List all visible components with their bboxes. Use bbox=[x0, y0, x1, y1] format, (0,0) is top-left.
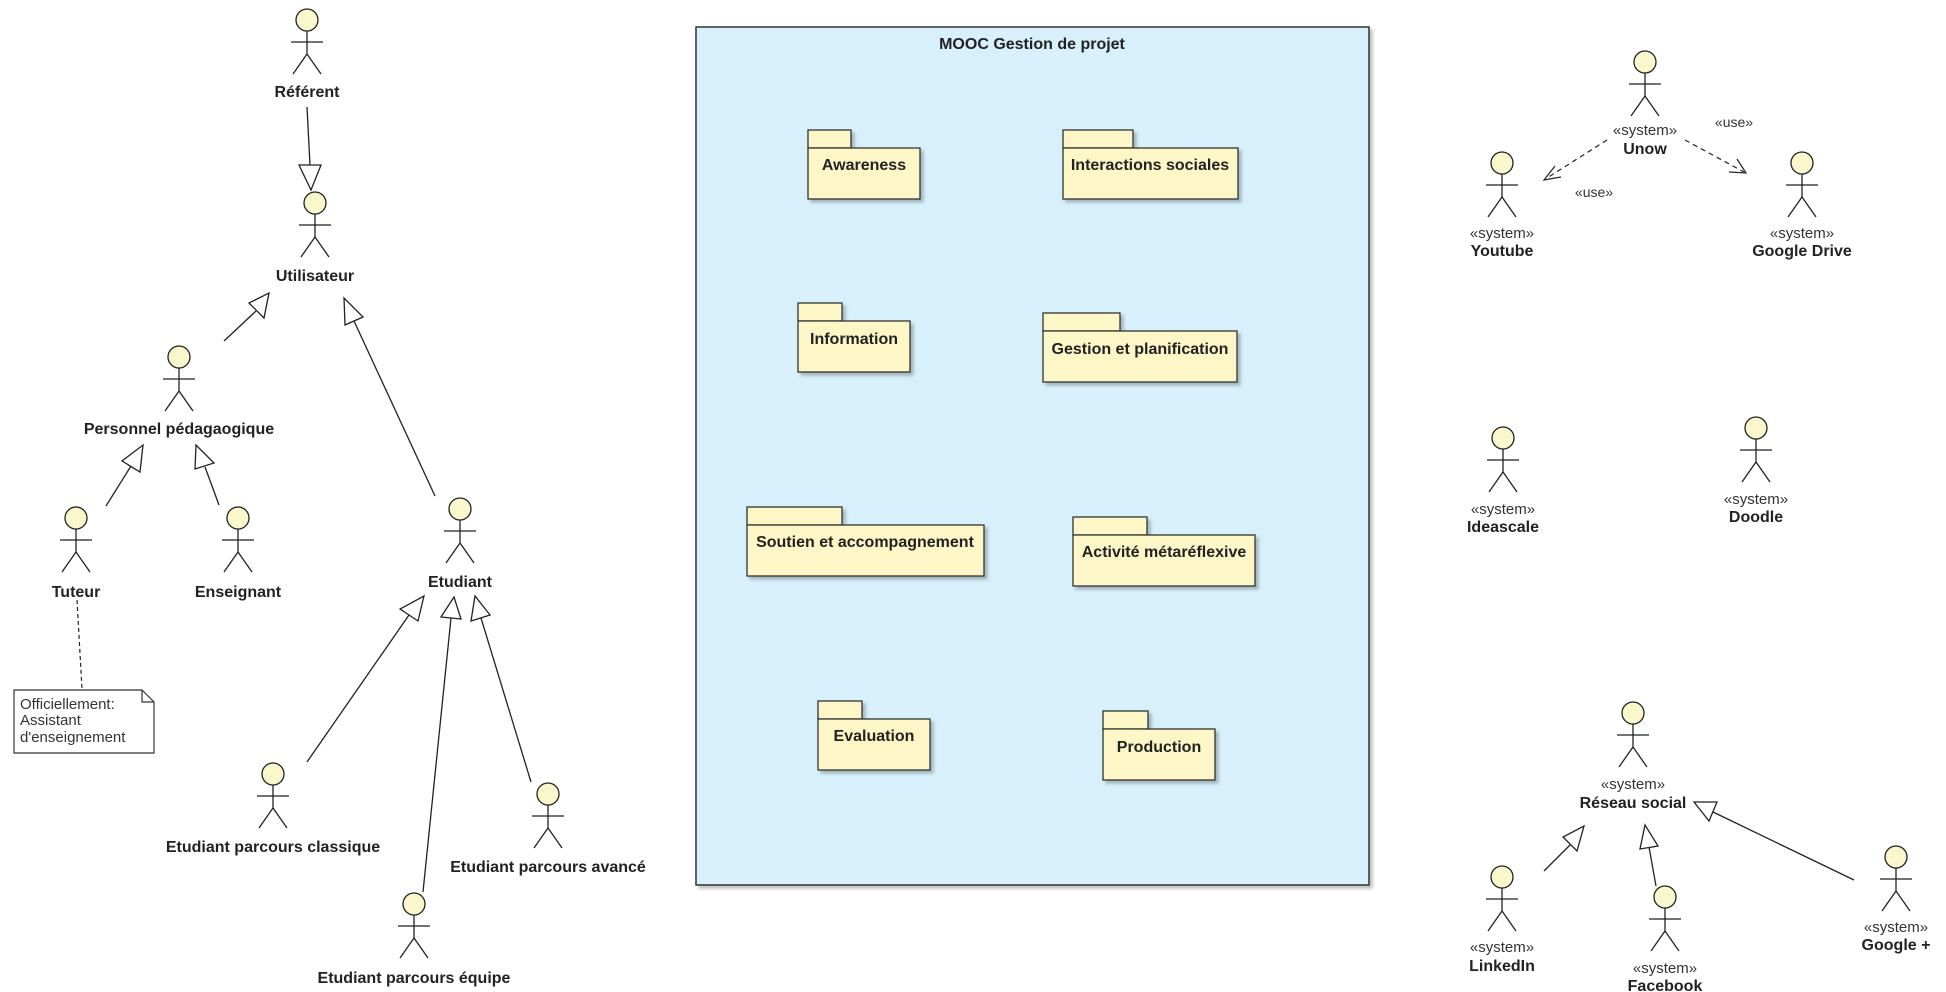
actor-referent[interactable]: Référent bbox=[275, 8, 341, 101]
package-label: Information bbox=[810, 331, 898, 348]
actor-enseignant[interactable]: Enseignant bbox=[195, 506, 282, 601]
actor-etudiant[interactable]: Etudiant bbox=[428, 497, 493, 591]
actor-unow[interactable]: «system» Unow bbox=[1613, 50, 1677, 158]
package-soutien-accompagnement[interactable]: Soutien et accompagnement bbox=[746, 506, 985, 577]
actor-stereotype: «system» bbox=[1601, 776, 1665, 793]
actor-label: Unow bbox=[1623, 141, 1667, 158]
actor-google-drive[interactable]: «system» Google Drive bbox=[1752, 151, 1852, 260]
package-evaluation[interactable]: Evaluation bbox=[817, 700, 931, 771]
package-label: Awareness bbox=[822, 157, 906, 174]
generalization-facebook-reseau bbox=[1639, 823, 1660, 887]
generalization-referent-utilisateur bbox=[297, 106, 322, 192]
generalization-classique-etudiant bbox=[306, 594, 425, 763]
use-label-gdrive: «use» bbox=[1715, 114, 1753, 130]
actor-stereotype: «system» bbox=[1864, 919, 1928, 936]
actor-etudiant-classique[interactable]: Etudiant parcours classique bbox=[166, 762, 380, 856]
actor-label: Google Drive bbox=[1752, 243, 1852, 260]
actor-label: Etudiant parcours classique bbox=[166, 839, 380, 856]
actor-tuteur[interactable]: Tuteur bbox=[52, 506, 101, 601]
actor-utilisateur[interactable]: Utilisateur bbox=[276, 191, 354, 285]
actor-stereotype: «system» bbox=[1633, 960, 1697, 977]
generalization-googleplus-reseau bbox=[1692, 801, 1855, 881]
system-boundary[interactable]: MOOC Gestion de projet bbox=[695, 26, 1370, 886]
package-label: Gestion et planification bbox=[1052, 341, 1229, 358]
package-label: Interactions sociales bbox=[1071, 157, 1229, 174]
actor-label: Etudiant bbox=[428, 574, 493, 591]
actor-stereotype: «system» bbox=[1470, 939, 1534, 956]
actor-label: Personnel pédagaogique bbox=[84, 421, 274, 438]
actor-ideascale[interactable]: «system» Ideascale bbox=[1467, 426, 1539, 536]
package-production[interactable]: Production bbox=[1102, 710, 1216, 781]
note-officiellement[interactable]: Officiellement: Assistant d'enseignement bbox=[13, 689, 155, 754]
package-information[interactable]: Information bbox=[797, 302, 911, 373]
generalization-linkedin-reseau bbox=[1543, 824, 1586, 872]
actor-doodle[interactable]: «system» Doodle bbox=[1724, 416, 1788, 526]
actor-label: Youtube bbox=[1471, 243, 1534, 260]
actor-label: Facebook bbox=[1628, 978, 1703, 992]
actor-label: LinkedIn bbox=[1469, 958, 1535, 975]
actor-label: Référent bbox=[275, 84, 341, 101]
actor-label: Ideascale bbox=[1467, 519, 1539, 536]
use-label-youtube: «use» bbox=[1575, 184, 1613, 200]
package-label: Evaluation bbox=[834, 728, 915, 745]
actor-stereotype: «system» bbox=[1470, 225, 1534, 242]
actor-label: Réseau social bbox=[1580, 795, 1687, 812]
actor-label: Etudiant parcours avancé bbox=[450, 859, 646, 876]
actor-stereotype: «system» bbox=[1770, 225, 1834, 242]
generalization-avance-etudiant bbox=[470, 594, 532, 783]
actor-facebook[interactable]: «system» Facebook bbox=[1628, 885, 1703, 992]
package-label: Production bbox=[1117, 739, 1201, 756]
actor-stereotype: «system» bbox=[1613, 122, 1677, 139]
generalization-tuteur-personnel bbox=[105, 443, 144, 507]
actor-label: Etudiant parcours équipe bbox=[318, 970, 511, 987]
actor-etudiant-avance[interactable]: Etudiant parcours avancé bbox=[450, 782, 646, 876]
actor-stereotype: «system» bbox=[1471, 501, 1535, 518]
generalization-enseignant-personnel bbox=[194, 443, 220, 506]
actor-label: Enseignant bbox=[195, 584, 282, 601]
package-label: Activité métaréflexive bbox=[1082, 544, 1247, 561]
generalization-equipe-etudiant bbox=[422, 595, 462, 893]
actor-label: Utilisateur bbox=[276, 268, 354, 285]
actor-youtube[interactable]: «system» Youtube bbox=[1470, 151, 1534, 260]
actor-linkedin[interactable]: «system» LinkedIn bbox=[1469, 865, 1535, 975]
generalization-personnel-utilisateur bbox=[223, 291, 270, 342]
actor-stereotype: «system» bbox=[1724, 491, 1788, 508]
package-interactions-sociales[interactable]: Interactions sociales bbox=[1062, 129, 1239, 200]
dependency-unow-youtube bbox=[1542, 139, 1608, 181]
actor-etudiant-equipe[interactable]: Etudiant parcours équipe bbox=[318, 892, 511, 987]
actor-label: Google + bbox=[1862, 937, 1931, 954]
package-activite-metareflexive[interactable]: Activité métaréflexive bbox=[1072, 516, 1256, 587]
note-line-3: d'enseignement bbox=[20, 729, 126, 746]
actor-reseau-social[interactable]: «system» Réseau social bbox=[1580, 701, 1687, 812]
note-anchor-line bbox=[76, 599, 83, 690]
actor-google-plus[interactable]: «system» Google + bbox=[1862, 845, 1931, 954]
actor-personnel-pedagogique[interactable]: Personnel pédagaogique bbox=[84, 345, 274, 438]
package-awareness[interactable]: Awareness bbox=[807, 129, 921, 200]
dependency-unow-gdrive bbox=[1684, 139, 1748, 174]
generalization-etudiant-utilisateur bbox=[343, 296, 436, 497]
package-label: Soutien et accompagnement bbox=[756, 534, 974, 551]
package-gestion-planification[interactable]: Gestion et planification bbox=[1042, 312, 1238, 383]
note-line-1: Officiellement: bbox=[20, 696, 115, 713]
actor-label: Doodle bbox=[1729, 509, 1783, 526]
note-line-2: Assistant bbox=[20, 712, 82, 729]
actor-label: Tuteur bbox=[52, 584, 101, 601]
system-title: MOOC Gestion de projet bbox=[939, 36, 1125, 53]
